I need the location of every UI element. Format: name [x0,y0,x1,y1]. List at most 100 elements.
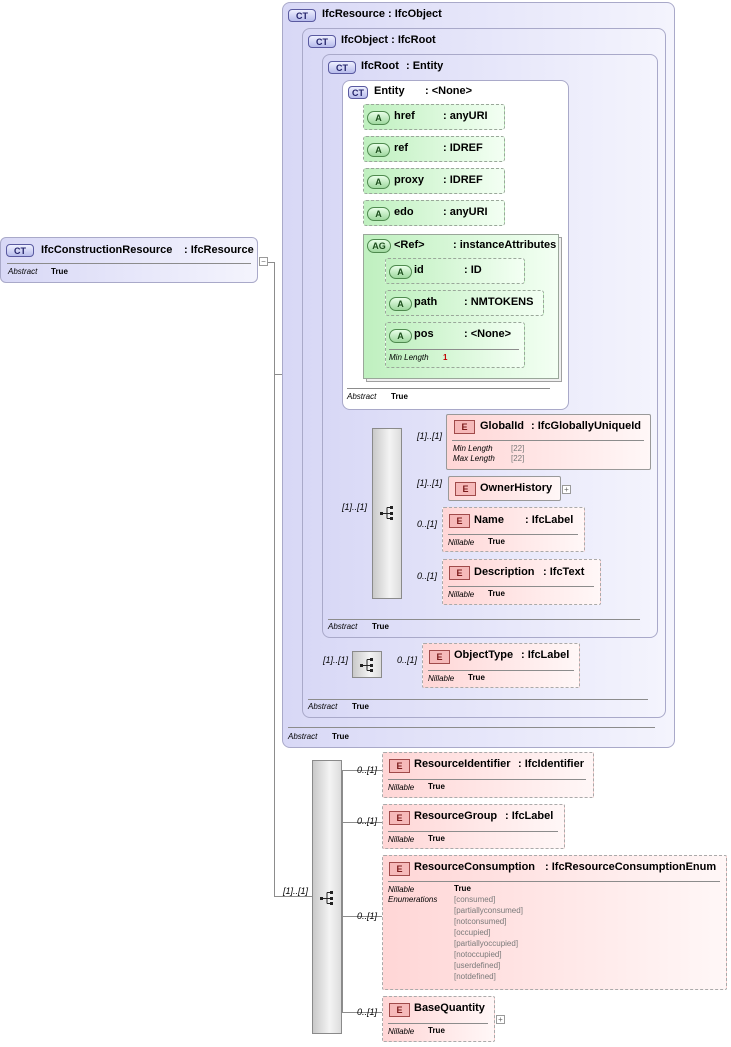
attribute-name: path [414,296,438,308]
nillable-value: True [454,884,471,893]
attribute-icon: A [389,329,412,343]
attribute-icon: A [367,175,390,189]
nillable-label: Nillable [388,783,415,792]
entity-title: Entity [374,85,405,97]
root-sequence[interactable] [372,428,402,599]
connector-seq2-e3 [342,916,382,917]
entity-base: : <None> [425,85,473,97]
nillable-value: True [428,834,445,843]
ifcroot-title: IfcRoot [361,60,399,72]
resourcegroup-cardinality: 0..[1] [357,816,378,826]
attribute-icon: A [389,265,412,279]
element-name-label: ResourceIdentifier [414,758,511,770]
divider [428,670,574,671]
nillable-value: True [428,782,445,791]
abstract-label: Abstract [288,732,318,741]
nillable-label: Nillable [388,1027,415,1036]
connector-seq2-v [342,770,343,1012]
attribute-group-ref: <Ref> [394,239,425,251]
max-length-label: Max Length [453,454,495,463]
attribute-path[interactable]: A path : NMTOKENS [385,290,544,316]
abstract-label: Abstract [308,702,338,711]
element-basequantity[interactable]: E BaseQuantity Nillable True [382,996,495,1042]
element-name-label: Name [474,514,504,526]
attribute-href[interactable]: A href : anyURI [363,104,505,130]
sequence-icon [320,891,333,905]
attribute-proxy[interactable]: A proxy : IDREF [363,168,505,194]
enum-value: [notoccupied] [454,950,502,959]
attribute-id[interactable]: A id : ID [385,258,525,284]
element-name[interactable]: E Name : IfcLabel Nillable True [442,507,585,552]
attribute-ref[interactable]: A ref : IDREF [363,136,505,162]
element-name-label: ResourceGroup [414,810,498,822]
attribute-icon: A [389,297,412,311]
element-globalid[interactable]: E GlobalId : IfcGloballyUniqueId Min Len… [446,414,651,470]
element-icon: E [389,862,410,876]
enum-value: [occupied] [454,928,491,937]
element-description[interactable]: E Description : IfcText Nillable True [442,559,601,605]
divider [389,349,519,350]
enumerations-label: Enumerations [388,895,438,904]
divider [347,388,550,389]
element-resourceidentifier[interactable]: E ResourceIdentifier : IfcIdentifier Nil… [382,752,594,798]
nillable-label: Nillable [448,590,475,599]
attribute-group-type: : instanceAttributes [453,239,557,251]
attribute-name: ref [394,142,409,154]
ct-icon: CT [6,244,34,257]
expand-icon[interactable]: + [562,485,571,494]
attribute-type: : anyURI [443,110,488,122]
ifcresource-title: IfcResource : IfcObject [322,8,442,20]
attribute-icon: A [367,143,390,157]
root-complex-type[interactable]: CT IfcConstructionResource : IfcResource… [0,237,258,283]
element-resourceconsumption[interactable]: E ResourceConsumption : IfcResourceConsu… [382,855,727,990]
abstract-value: True [391,392,408,401]
element-icon: E [389,759,410,773]
object-sequence[interactable] [352,651,382,678]
divider [388,881,720,882]
resource-sequence[interactable] [312,760,342,1034]
attribute-edo[interactable]: A edo : anyURI [363,200,505,226]
abstract-label: Abstract [347,392,377,401]
element-resourcegroup[interactable]: E ResourceGroup : IfcLabel Nillable True [382,804,565,849]
attribute-type: : IDREF [443,142,483,154]
attribute-name: proxy [394,174,424,186]
nillable-label: Nillable [388,835,415,844]
element-icon: E [389,811,410,825]
attribute-icon: A [367,111,390,125]
nillable-value: True [428,1026,445,1035]
element-icon: E [454,420,475,434]
max-length-value: [22] [511,454,525,463]
collapse-icon[interactable]: − [259,257,268,266]
attribute-type: : anyURI [443,206,488,218]
element-type: : IfcLabel [505,810,554,822]
attribute-type: : IDREF [443,174,483,186]
element-type: : IfcLabel [525,514,574,526]
element-icon: E [449,514,470,528]
element-name-label: BaseQuantity [414,1002,485,1014]
element-ownerhistory[interactable]: E OwnerHistory [448,476,561,501]
connector-resource-seq [274,896,312,897]
ct-icon: CT [348,86,368,99]
element-icon: E [455,482,476,496]
element-objecttype[interactable]: E ObjectType : IfcLabel Nillable True [422,643,580,688]
connector-seq2-e2 [342,822,382,823]
element-type: : IfcIdentifier [518,758,585,770]
expand-icon[interactable]: + [496,1015,505,1024]
nillable-label: Nillable [448,538,475,547]
sequence-icon [360,658,373,672]
ct-icon: CT [308,35,336,48]
ct-icon: CT [288,9,316,22]
attribute-name: edo [394,206,414,218]
resourceconsumption-cardinality: 0..[1] [357,911,378,921]
nillable-value: True [468,673,485,682]
element-type: : IfcResourceConsumptionEnum [545,861,717,873]
attribute-pos[interactable]: A pos : <None> Min Length 1 [385,322,525,368]
divider [308,699,648,700]
root-type-name: IfcConstructionResource [41,244,173,256]
nillable-label: Nillable [428,674,455,683]
min-length-value: 1 [443,353,448,362]
objecttype-seq-cardinality: [1]..[1] [323,655,349,665]
nillable-label: Nillable [388,885,415,894]
enum-value: [notdefined] [454,972,496,981]
attribute-icon: A [367,207,390,221]
